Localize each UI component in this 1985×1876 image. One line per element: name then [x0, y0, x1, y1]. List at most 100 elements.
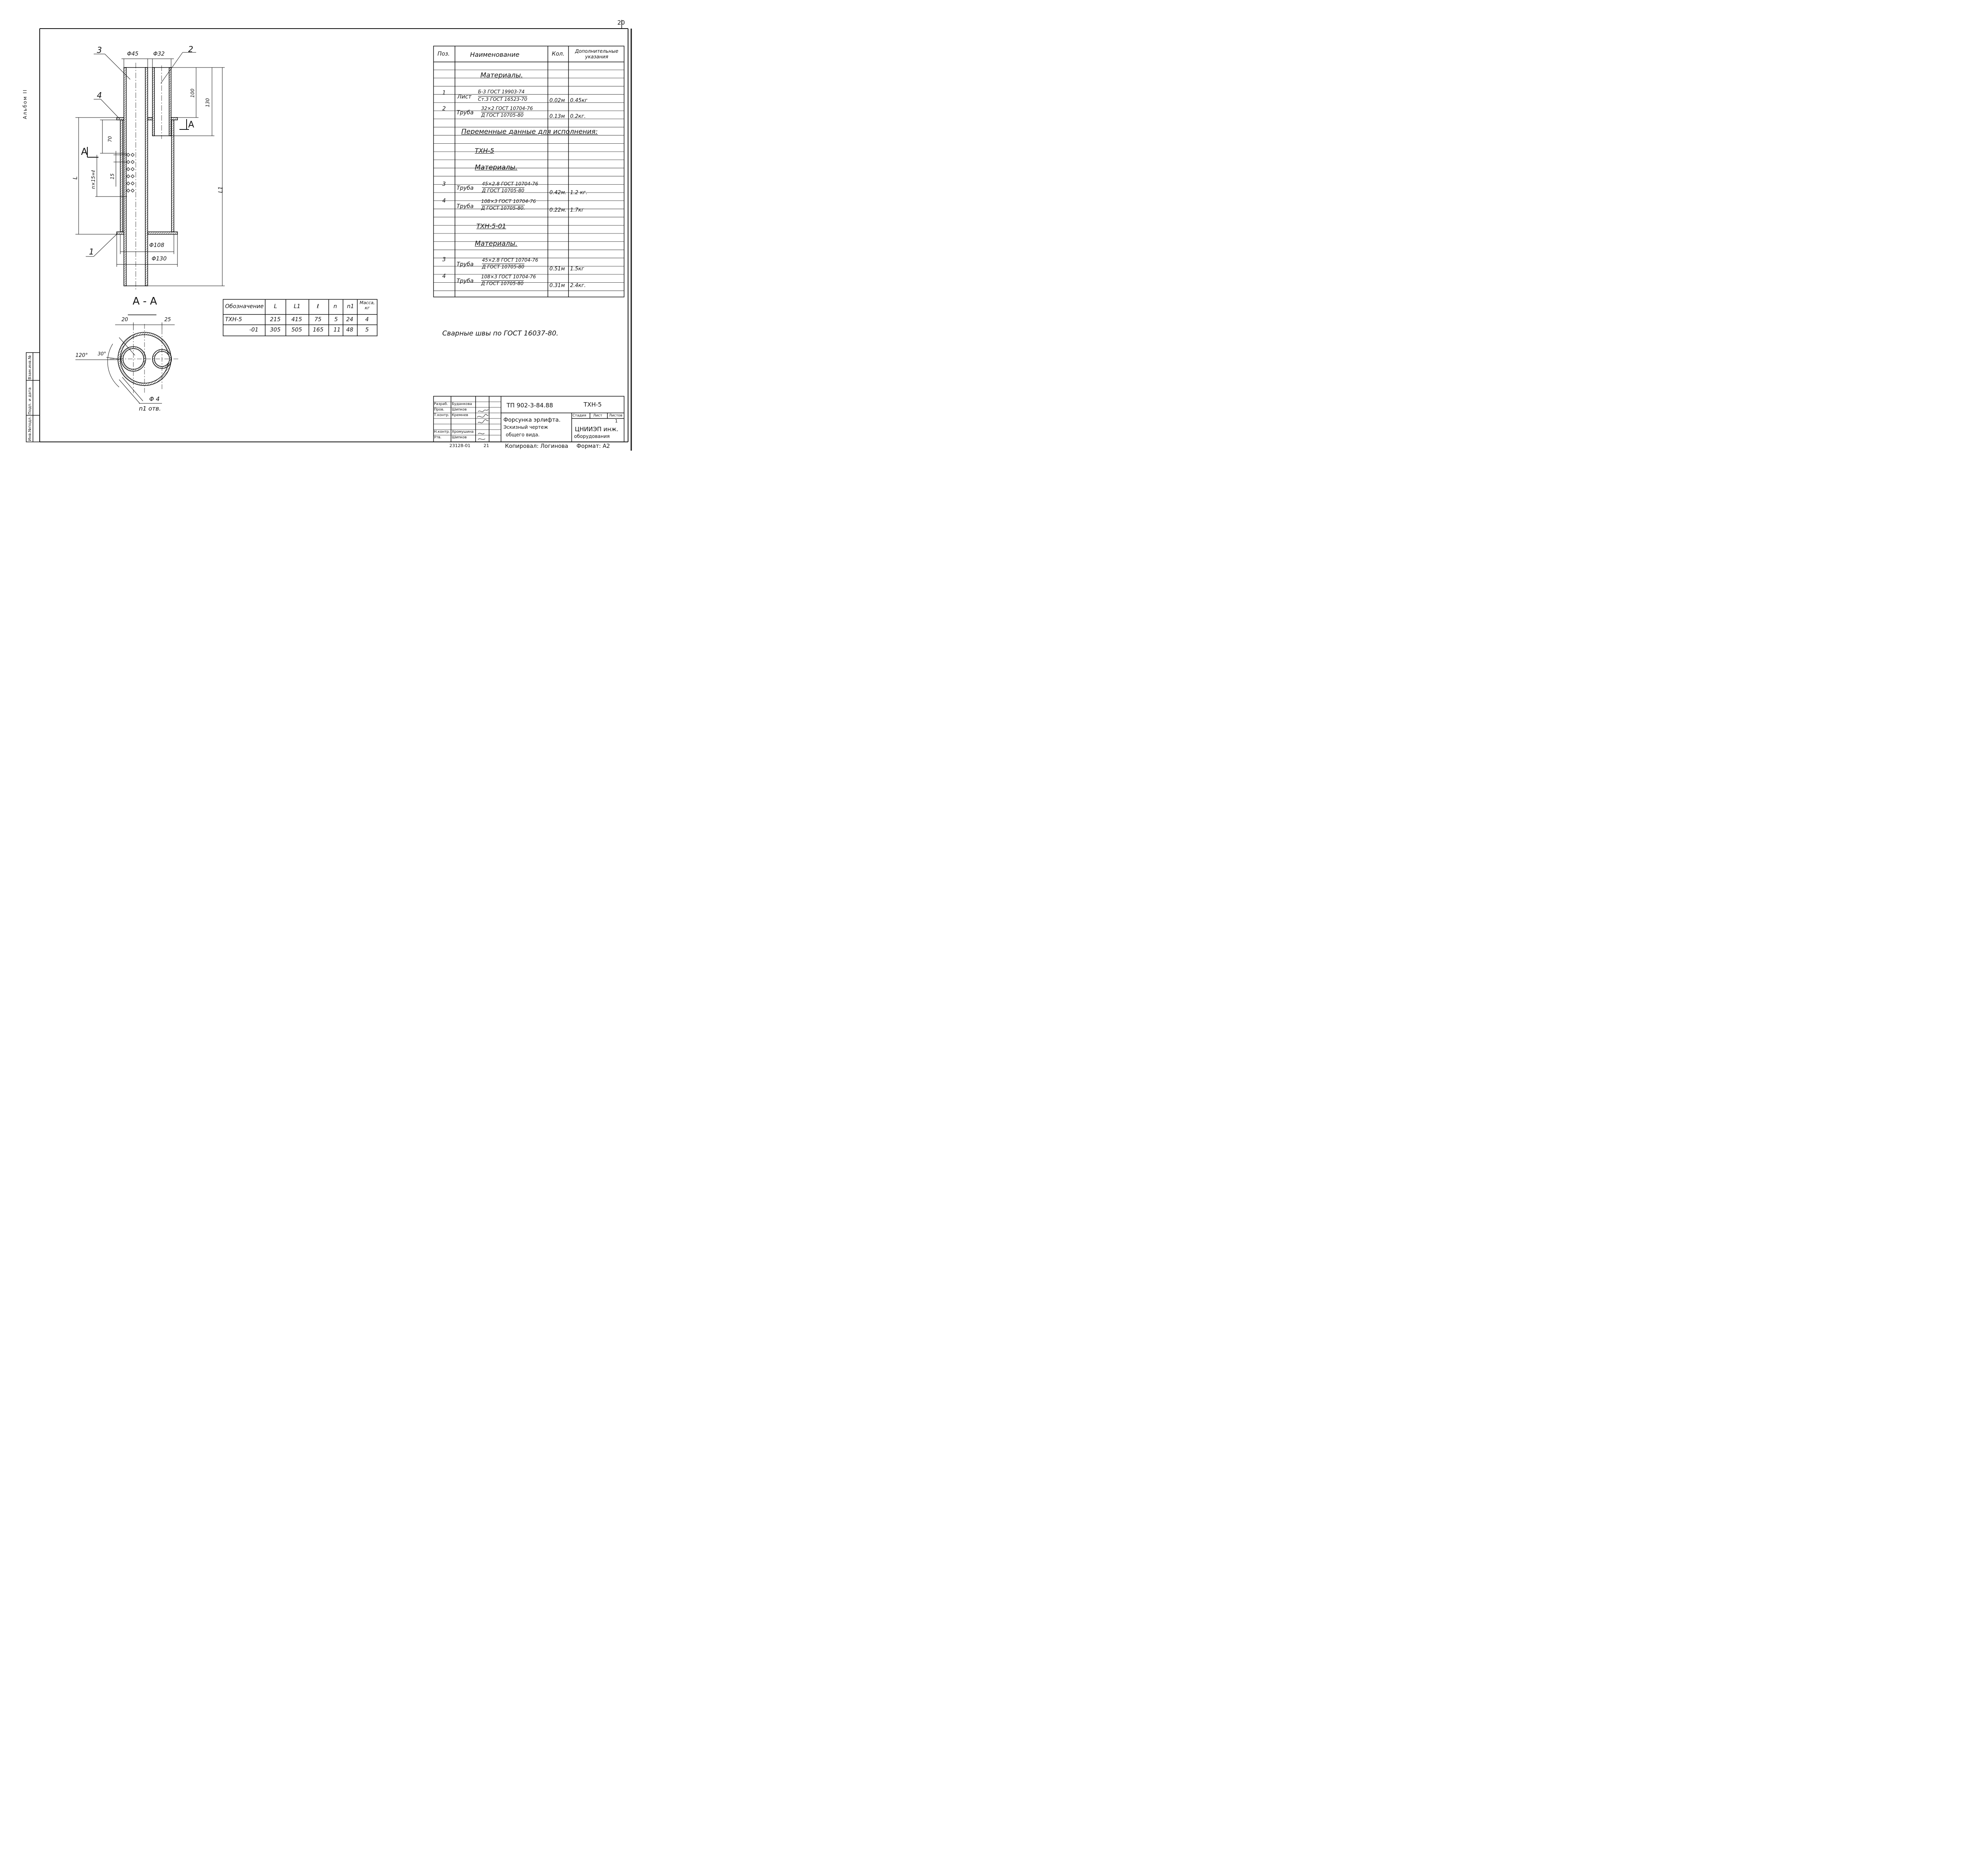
- side-stamp-replace: Взам.инв.№: [28, 355, 32, 380]
- signatures: [477, 409, 489, 440]
- title-org-2: оборудования: [574, 434, 610, 439]
- role-label: Утв.: [434, 436, 441, 440]
- elevation-dimensions: [75, 52, 225, 286]
- side-stamp-inv: Инв.№подл.: [28, 416, 32, 441]
- variant-row2-mass: 5: [365, 327, 369, 333]
- spec-header-notes: Дополнительные указания: [575, 48, 619, 60]
- spec-item-note: 1.5кг: [570, 266, 584, 272]
- spec-section-materials-1: Материалы.: [480, 71, 523, 79]
- spec-item-spec-top: 108×3 ГОСТ 10704-76: [481, 274, 536, 280]
- spec-item-name: Труба: [457, 278, 474, 284]
- dim-diameter-108: Φ108: [149, 242, 164, 249]
- role-name: Шипков: [452, 408, 467, 412]
- variant-row1-l: 75: [314, 316, 322, 323]
- variant-row1-designation: ТХН-5: [225, 316, 242, 323]
- section-dim-20: 20: [121, 317, 128, 323]
- spec-item-name: Труба: [457, 261, 474, 268]
- spec-section-materials-3: Материалы.: [475, 240, 518, 248]
- section-angle-30: 30°: [98, 351, 106, 357]
- spec-item-pos: 2: [442, 106, 446, 112]
- role-name: Буданкова: [452, 402, 472, 406]
- spec-item-qty: 0.02м: [549, 98, 565, 104]
- role-label: Разраб.: [434, 402, 448, 406]
- spec-item-qty: 0.42м.: [549, 190, 567, 196]
- variant-header-l: ℓ: [317, 303, 319, 310]
- spec-section-variable: Переменные данные для исполнения:: [461, 128, 598, 136]
- spec-item-qty: 0.51м: [549, 266, 565, 272]
- sheet-number: 20: [617, 19, 625, 26]
- spec-item-qty: 0.31м: [549, 283, 565, 289]
- variant-row2-n: 11: [333, 327, 341, 333]
- copied-by: Копировал: Логинова: [505, 443, 569, 449]
- sheet-frame: [39, 20, 632, 451]
- spec-item-spec-top: 32×2 ГОСТ 10704-76: [481, 106, 533, 111]
- spec-item-spec-bottom: Д ГОСТ 10705-80: [481, 280, 524, 286]
- section-view: [75, 314, 179, 404]
- section-hole-count: n1 отв.: [139, 405, 161, 412]
- elevation-view: [116, 63, 178, 290]
- role-name: Кремнев: [452, 413, 468, 417]
- weld-note: Сварные швы по ГОСТ 16037-80.: [442, 330, 559, 337]
- title-sheet-header: Лист: [593, 414, 602, 418]
- spec-header-pos: Поз.: [437, 51, 450, 57]
- variant-row2-L: 305: [270, 327, 281, 333]
- section-title: A - A: [133, 295, 157, 307]
- position-2-label: 2: [188, 44, 193, 54]
- variant-table-grid: [223, 299, 378, 336]
- spec-item-pos: 4: [442, 273, 446, 280]
- spec-item-note: 1.2 кг.: [570, 190, 588, 196]
- spec-item-note: 2.4кг.: [570, 283, 586, 289]
- role-label: Т.контр.: [434, 413, 450, 417]
- footer-code: 23128-01: [449, 443, 470, 448]
- dim-diameter-130: Φ130: [152, 256, 167, 262]
- spec-item-spec-bottom: Д ГОСТ 10705-80: [482, 187, 524, 193]
- variant-row2-designation: -01: [249, 327, 258, 333]
- variant-row2-l: 165: [313, 327, 324, 333]
- position-1-label: 1: [89, 247, 94, 256]
- dim-pitch: n×15=ℓ: [91, 170, 96, 189]
- title-sheets-header: Листов: [609, 414, 622, 418]
- variant-header-designation: Обозначение: [225, 303, 264, 310]
- drawing-sheet: 20 Альбом II Инв.№подл. Подп. и дата Вза…: [0, 0, 657, 469]
- variant-header-L1: L1: [294, 303, 301, 310]
- variant-header-n: n: [333, 303, 337, 310]
- variant-header-n1: n1: [347, 303, 354, 310]
- dim-diameter-45: Φ45: [127, 51, 139, 57]
- position-3-label: 3: [97, 45, 102, 55]
- spec-item-qty: 0.22м.: [549, 207, 567, 213]
- section-mark-right: A: [188, 120, 195, 130]
- spec-section-materials-2: Материалы.: [475, 164, 518, 172]
- title-line-3: общего вида.: [506, 432, 540, 438]
- section-angle-120: 120°: [75, 353, 88, 359]
- spec-item-qty: 0.13м: [549, 114, 565, 120]
- footer-sheet: 21: [484, 443, 489, 448]
- spec-item-spec-top: 45×2.8 ГОСТ 10704-76: [482, 257, 538, 263]
- spec-item-note: 0.45кг: [570, 98, 588, 104]
- spec-item-pos: 3: [442, 256, 446, 263]
- drawing-graphics: [26, 20, 632, 451]
- spec-item-spec-bottom: Д ГОСТ 10705-80: [481, 112, 524, 118]
- spec-item-pos: 4: [442, 198, 446, 204]
- spec-table-rows: [434, 69, 624, 291]
- spec-item-spec-bottom: Д ГОСТ 10705-80: [482, 264, 524, 270]
- variant-row1-mass: 4: [365, 316, 369, 323]
- spec-item-note: 1.7кг: [570, 207, 584, 213]
- dim-length-L1: L1: [218, 186, 224, 193]
- title-block-grid: [433, 396, 624, 442]
- spec-item-name: Труба: [457, 185, 474, 191]
- spec-item-spec-top: 45×2.8 ГОСТ 10704-76: [482, 181, 538, 187]
- spec-section-txh5: ТХН-5: [475, 147, 494, 154]
- dim-length-L: L: [72, 176, 79, 179]
- title-sheet-value: 1: [615, 418, 618, 424]
- role-name: Хромушина: [452, 430, 474, 434]
- section-hole-diameter: Φ 4: [149, 395, 160, 403]
- dim-length-70: 70: [107, 136, 113, 142]
- title-org-1: ЦНИИЭП инж.: [575, 426, 619, 433]
- variant-row1-n1: 24: [346, 316, 353, 323]
- title-code: ТХН-5: [584, 401, 602, 408]
- variant-row2-n1: 48: [346, 327, 353, 333]
- spec-item-name: Труба: [457, 203, 474, 210]
- title-line-1: Форсунка эрлифта.: [503, 417, 561, 423]
- variant-header-mass: Масса, кг: [359, 300, 375, 310]
- spec-header-name: Наименование: [470, 51, 520, 58]
